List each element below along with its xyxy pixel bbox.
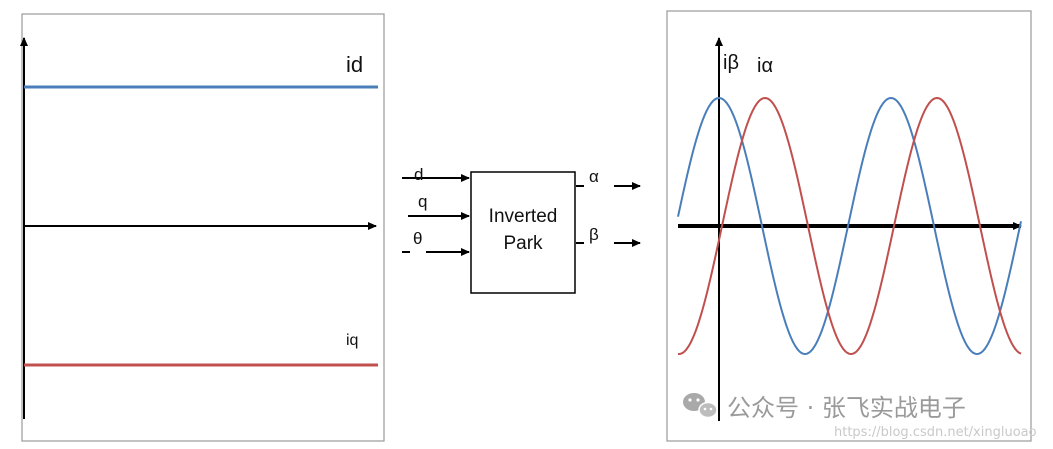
left-panel-frame xyxy=(21,13,385,442)
block-title-line2: Park xyxy=(503,233,543,254)
output-beta-label: β xyxy=(589,225,599,244)
input-q-label: q xyxy=(418,192,427,211)
output-alpha-label: α xyxy=(589,167,599,186)
ibeta-waveform xyxy=(677,96,1022,356)
wechat-icon xyxy=(683,393,718,419)
block-title-line1: Inverted xyxy=(489,206,558,227)
right-panel: iβ iα xyxy=(666,10,1032,442)
id-label: id xyxy=(346,52,363,77)
watermark: 公众号 · 张飞实战电子 https://blog.csdn.net/xingl… xyxy=(683,393,1037,440)
iq-label: iq xyxy=(346,332,358,349)
ialpha-waveform xyxy=(677,96,1022,356)
ibeta-label: iβ xyxy=(723,52,739,74)
watermark-url: https://blog.csdn.net/xingluoao xyxy=(834,425,1037,440)
block-box xyxy=(470,171,576,294)
watermark-text: 公众号 · 张飞实战电子 xyxy=(727,394,966,422)
input-theta-label: θ xyxy=(413,229,422,248)
inverted-park-block: Inverted Park d q θ α β xyxy=(402,165,641,294)
input-d-label: d xyxy=(414,165,423,184)
ialpha-label: iα xyxy=(757,55,773,77)
left-panel: id iq xyxy=(20,13,385,442)
